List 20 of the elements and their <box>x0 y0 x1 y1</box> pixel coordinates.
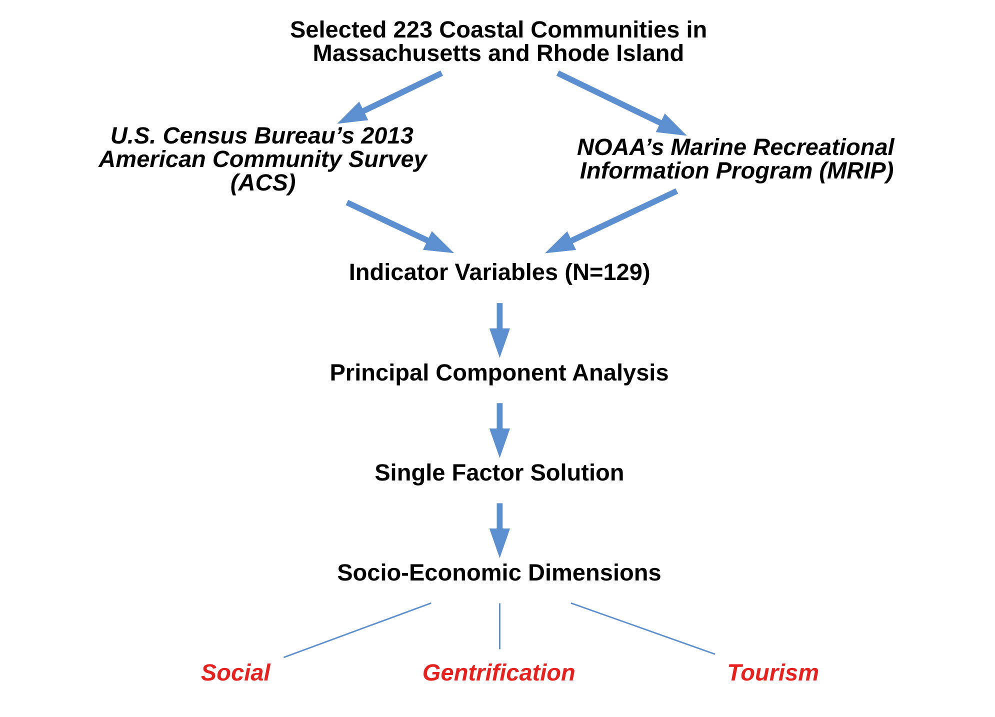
arrow <box>489 503 510 558</box>
arrow <box>544 188 678 254</box>
arrow <box>556 70 687 136</box>
node-text: Selected 223 Coastal Communities in Massachusetts and Rhode Island <box>290 16 708 66</box>
node-text: NOAA’s Marine Recreational Information Program (MRIP) <box>576 134 894 184</box>
node-text: Indicator Variables (N=129) <box>348 259 650 286</box>
arrow <box>489 403 510 458</box>
node-text: Socio-Economic Dimensions <box>337 559 662 586</box>
node-text: Social <box>200 660 270 686</box>
arrow <box>337 70 444 124</box>
node-text: Tourism <box>727 660 820 686</box>
arrow <box>346 200 454 254</box>
connector <box>570 602 716 655</box>
node-text: U.S. Census Bureau’s 2013 American Community Survey (ACS) <box>98 122 427 196</box>
node-text: Single Factor Solution <box>374 459 624 486</box>
node-text: Principal Component Analysis <box>330 359 669 386</box>
node-text: Gentrification <box>422 660 576 686</box>
connector <box>283 602 432 658</box>
arrow <box>489 303 510 358</box>
connector <box>498 603 500 650</box>
